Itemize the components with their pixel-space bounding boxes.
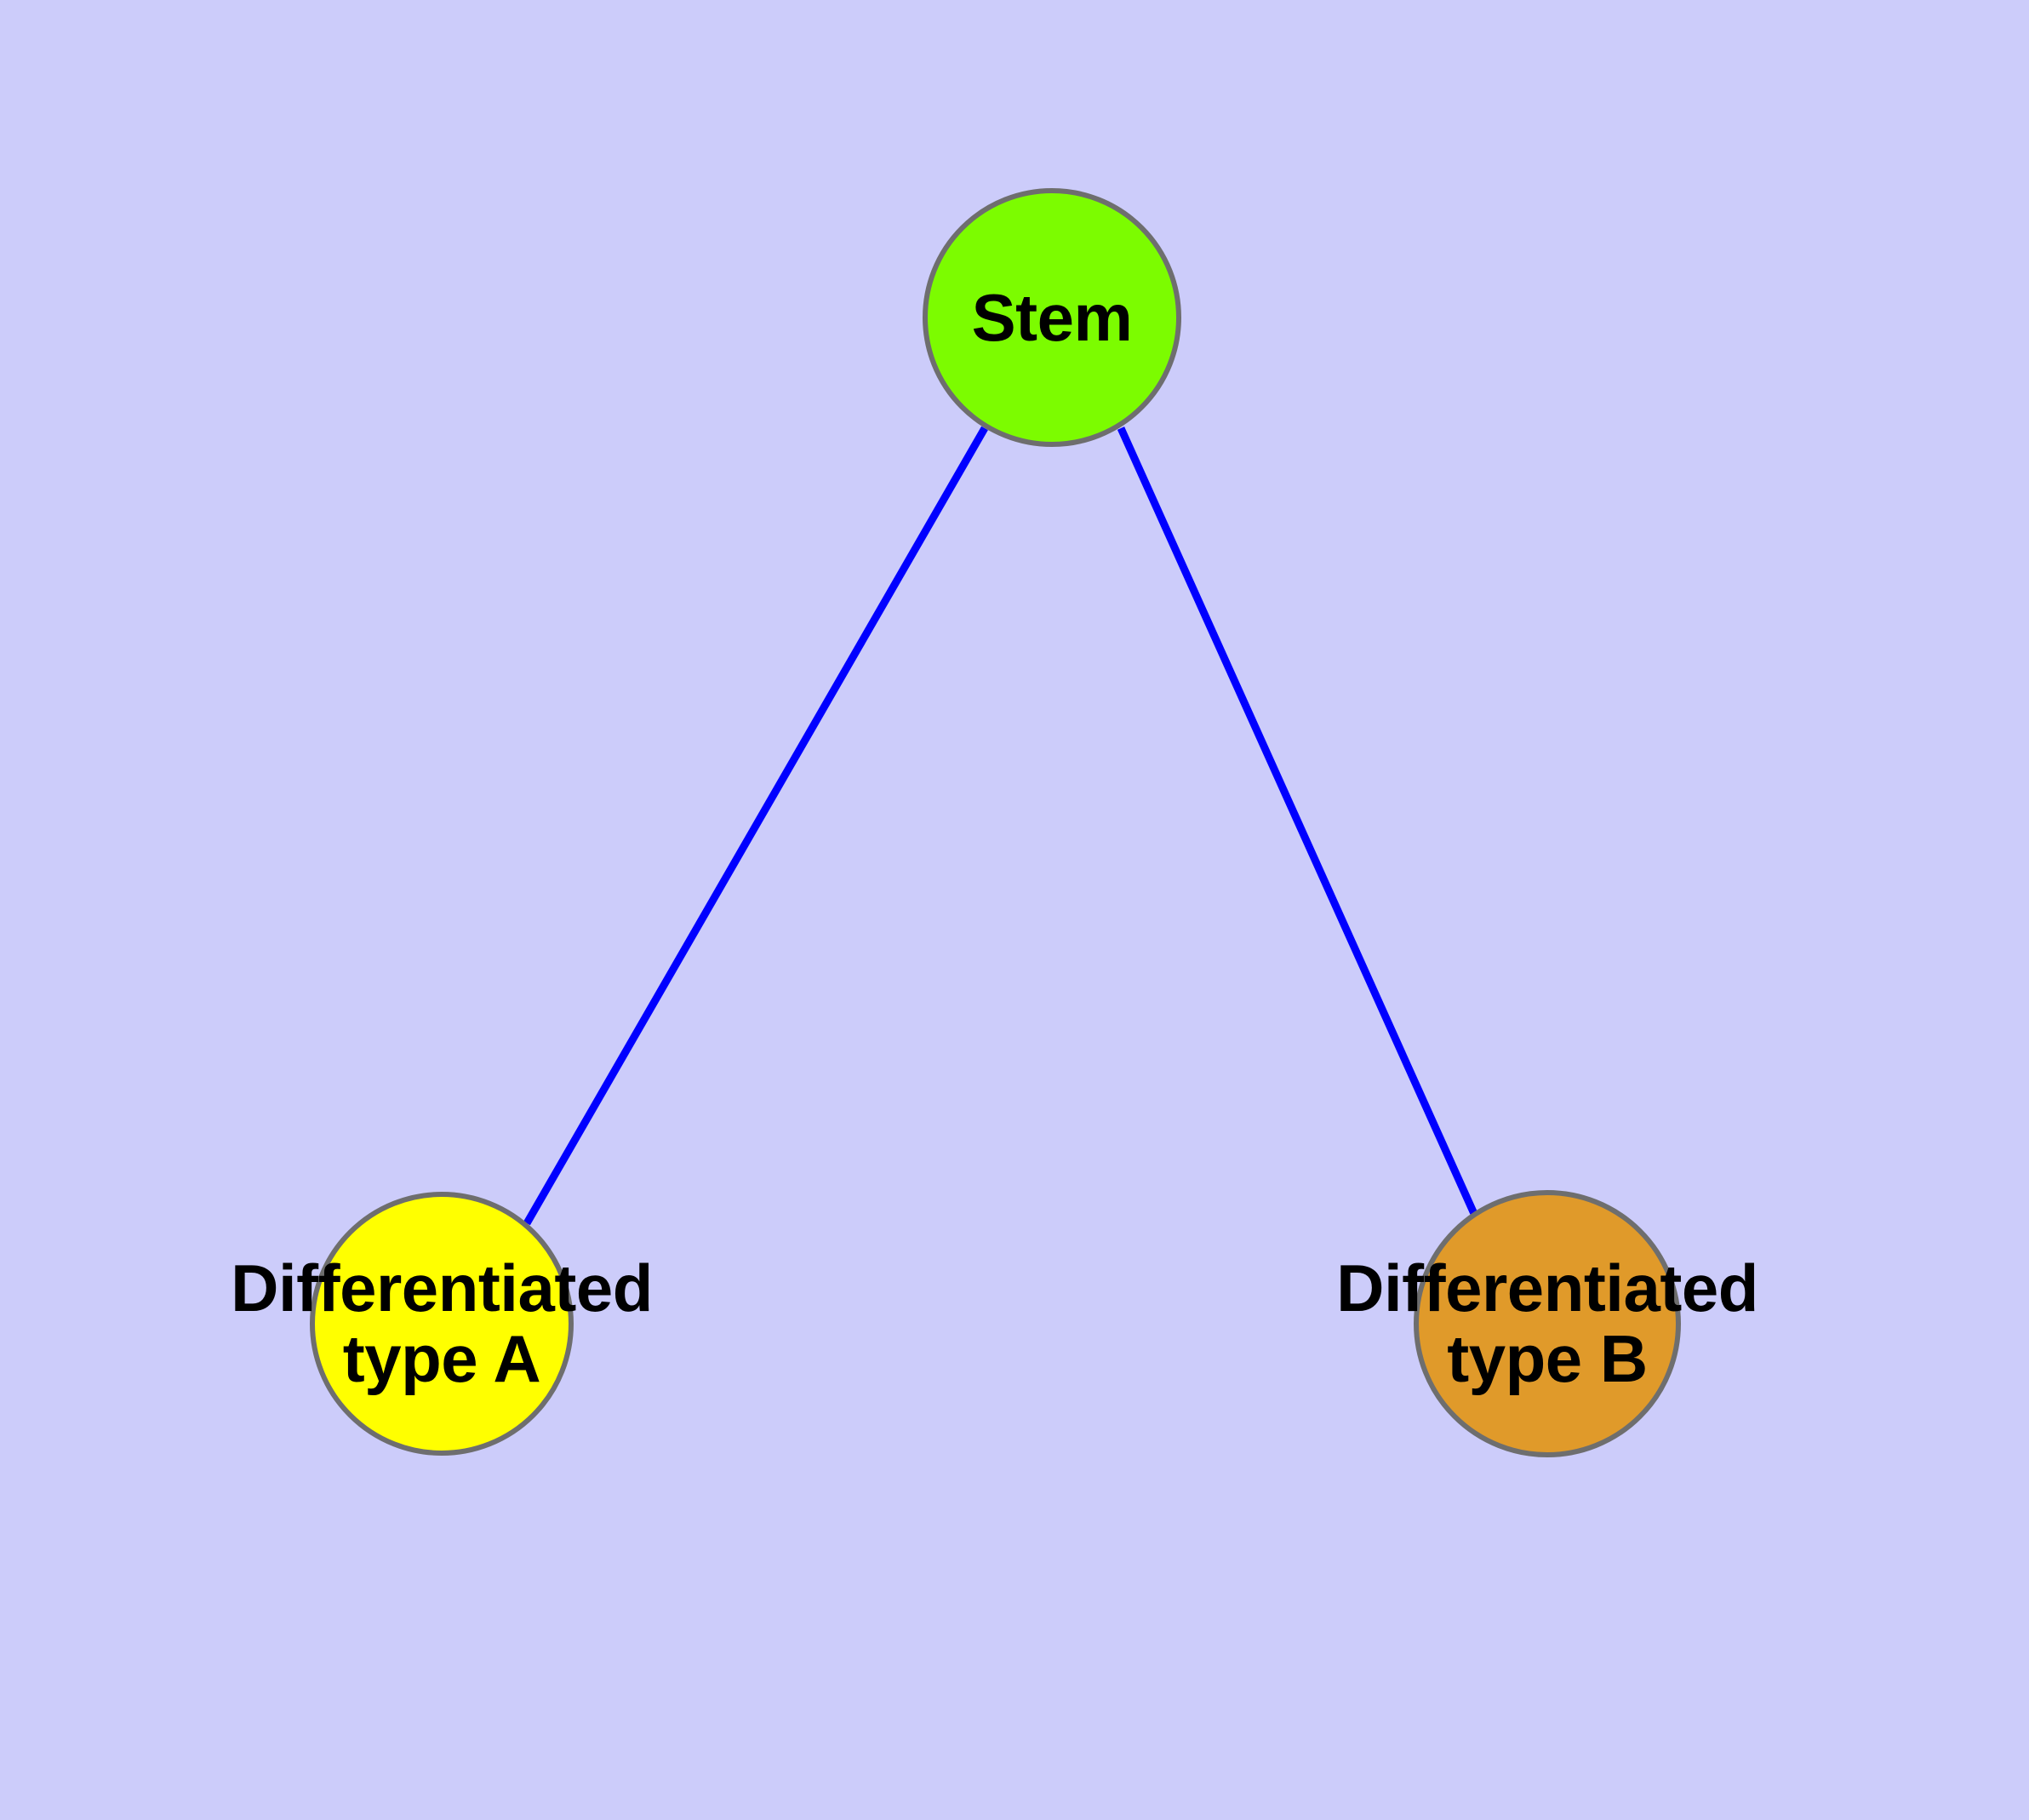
node-label-differentiated-type-a: Differentiated type A — [231, 1251, 653, 1396]
node-differentiated-type-a[interactable] — [310, 1192, 574, 1456]
node-label-stem: Stem — [971, 279, 1133, 355]
node-label-differentiated-type-b: Differentiated type B — [1336, 1251, 1758, 1396]
edge-stem-to-differentiated-type-b — [1117, 426, 1479, 1217]
edge-stem-to-differentiated-type-a — [523, 426, 988, 1226]
node-stem[interactable] — [923, 188, 1181, 447]
node-differentiated-type-b[interactable] — [1414, 1190, 1681, 1457]
